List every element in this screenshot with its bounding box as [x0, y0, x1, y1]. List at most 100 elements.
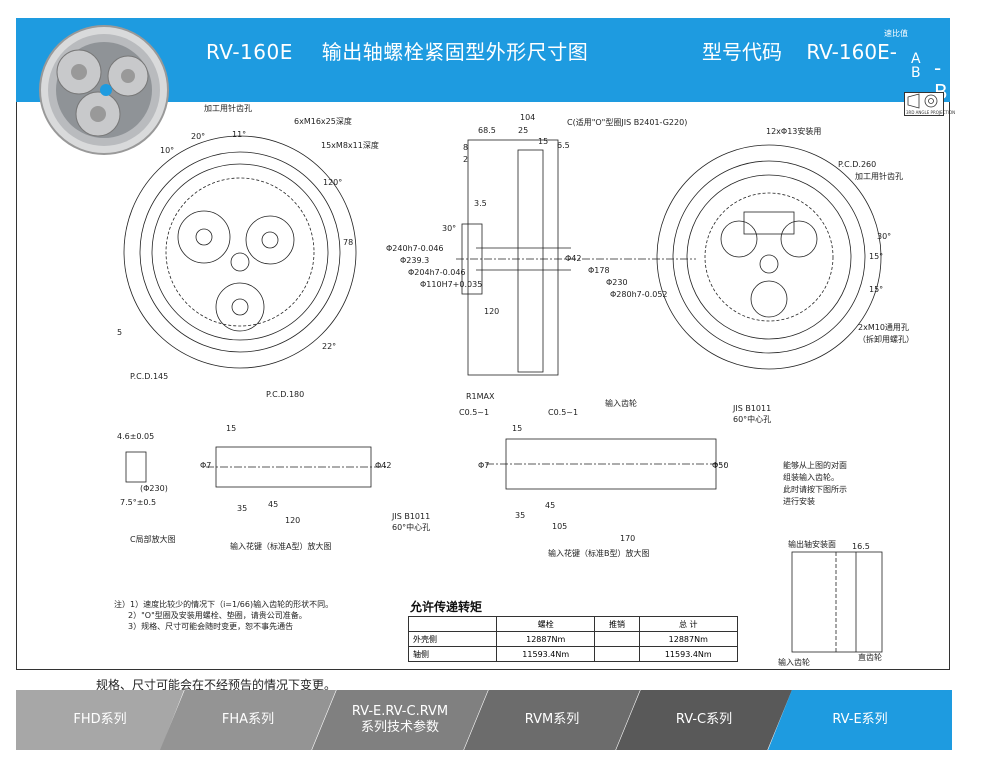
assembly-note-line: 能够从上图的对面: [783, 461, 847, 470]
dim-dia178: Φ178: [588, 266, 610, 275]
dim-5: 5: [117, 328, 123, 337]
label-jis-a-sub: 60°中心孔: [392, 523, 431, 532]
dim-120deg: 120°: [323, 178, 343, 187]
label-o-ring: C(适用"O"型圈JIS B2401-G220): [567, 118, 688, 127]
page-title: RV-160E 输出轴螺栓紧固型外形尺寸图: [206, 36, 588, 65]
ratio-fraction: A B: [911, 52, 921, 80]
label-spline-a: 输入花键（标准A型）放大图: [230, 542, 332, 551]
tab-rvm[interactable]: RVM系列: [464, 690, 640, 750]
dim-dia280: Φ280h7-0.052: [610, 290, 668, 299]
dim-b-105: 105: [552, 522, 568, 531]
footnotes: 注）1）速度比较少的情况下（i=1/66)输入齿轮的形状不同。 2）"O"型圈及…: [114, 599, 333, 632]
dim-dia230-paren: (Φ230): [140, 484, 168, 493]
dim-b-15: 15: [512, 424, 523, 433]
dim-20deg: 20°: [191, 132, 206, 141]
dim-11deg: 11°: [232, 130, 247, 139]
torque-header-row: 螺栓 推销 总 计: [408, 616, 739, 632]
torque-row-name: 外壳侧: [408, 631, 497, 647]
label-jis-b-sub: 60°中心孔: [733, 415, 772, 424]
label-m8: 15xM8x11深度: [321, 141, 379, 150]
torque-header: 推销: [594, 616, 640, 632]
dim-4-6: 4.6±0.05: [117, 432, 155, 441]
torque-total: 11593.4Nm: [638, 646, 739, 662]
dim-30deg: 30°: [442, 224, 457, 233]
label-output-mount: 输出轴安装面: [788, 540, 836, 549]
dim-22deg: 22°: [322, 342, 337, 351]
series-tabs: FHD系列 FHA系列 RV-E.RV-C.RVM 系列技术参数 RVM系列 R…: [16, 690, 952, 750]
projection-icon: [907, 93, 938, 109]
torque-title: 允许传递转矩: [410, 600, 483, 614]
label-input-gear: 输入齿轮: [605, 399, 637, 408]
dim-dia110: Φ110H7+0.035: [420, 280, 483, 289]
dim-b-45: 45: [545, 501, 556, 510]
ratio-a: A: [911, 51, 921, 67]
dim-104: 104: [520, 113, 536, 122]
torque-row-name: 轴侧: [408, 646, 497, 662]
torque-header: 螺栓: [495, 616, 596, 632]
ratio-label: 速比值: [884, 29, 908, 38]
tab-rv-tech[interactable]: RV-E.RV-C.RVM 系列技术参数: [312, 690, 488, 750]
label-c-detail: C局部放大图: [130, 535, 176, 544]
dim-2: 2: [463, 155, 469, 164]
assembly-note-line: 组装输入齿轮。: [783, 473, 839, 482]
dim-dia230: Φ230: [606, 278, 628, 287]
dim-6-5: 6.5: [557, 141, 570, 150]
dim-b-35: 35: [515, 511, 526, 520]
label-jis-b: JIS B1011: [733, 404, 772, 413]
model-code-label: 型号代码: [702, 40, 782, 64]
technical-drawing: [123, 135, 883, 653]
dim-10deg: 10°: [160, 146, 175, 155]
tab-fhd[interactable]: FHD系列: [16, 690, 184, 750]
footnote-line: 2）"O"型圈及安装用螺栓、垫圈，请贵公司准备。: [128, 611, 307, 620]
ratio-b: B: [911, 65, 921, 81]
tab-rv-e[interactable]: RV-E系列: [768, 690, 952, 750]
label-spline-b: 输入花键（标准B型）放大图: [548, 549, 650, 558]
label-input-gear-2: 输入齿轮: [778, 658, 810, 667]
label-r1: R1MAX: [466, 392, 495, 401]
dim-3-5: 3.5: [474, 199, 487, 208]
torque-header: 总 计: [638, 616, 739, 632]
label-spur-gear: 直齿轮: [858, 653, 882, 662]
projection-symbol: 3RD ANGLE PROJECTION: [904, 92, 955, 116]
label-holes-13: 12xΦ13安装用: [766, 127, 822, 136]
dim-a-120: 120: [285, 516, 301, 525]
assembly-note-line: 进行安装: [783, 497, 815, 506]
dim-7-5deg: 7.5°±0.5: [120, 498, 157, 507]
label-pcd145: P.C.D.145: [130, 372, 169, 381]
dim-68-5: 68.5: [478, 126, 496, 135]
label-m10: 2xM10通用孔: [858, 323, 909, 332]
dim-25: 25: [518, 126, 529, 135]
tab-fha[interactable]: FHA系列: [160, 690, 336, 750]
dim-8: 8: [463, 143, 469, 152]
dim-16-5: 16.5: [852, 542, 870, 551]
label-c05-b: C0.5~1: [548, 408, 579, 417]
torque-total: 12887Nm: [638, 631, 739, 647]
footnote-line: 3）规格、尺寸可能会随时变更，恕不事先通告: [128, 622, 294, 631]
torque-pin: [594, 646, 640, 662]
torque-bolt: 12887Nm: [495, 631, 596, 647]
projection-text: 3RD ANGLE PROJECTION: [906, 110, 956, 115]
dim-dia2393: Φ239.3: [400, 256, 430, 265]
dim-15deg-right-2: 15°: [869, 285, 884, 294]
footnote-line: 注）1）速度比较少的情况下（i=1/66)输入齿轮的形状不同。: [114, 600, 334, 609]
label-c05-a: C0.5~1: [459, 408, 490, 417]
dim-b-dia50: Φ50: [712, 461, 729, 470]
label-pcd260: P.C.D.260: [838, 160, 877, 169]
assembly-note-line: 此时请按下图所示: [783, 485, 847, 494]
torque-bolt: 11593.4Nm: [495, 646, 596, 662]
product-photo: [39, 25, 169, 155]
dim-a-15: 15: [226, 424, 237, 433]
dim-30deg-right: 30°: [877, 232, 892, 241]
dim-15deg-right: 15°: [869, 252, 884, 261]
dim-15-a: 15: [538, 137, 549, 146]
drawing-title: 输出轴螺栓紧固型外形尺寸图: [321, 40, 589, 64]
dim-dia240: Φ240h7-0.046: [386, 244, 444, 253]
label-m16: 6xM16x25深度: [294, 117, 352, 126]
label-machining-hole: 加工用针齿孔: [204, 104, 252, 113]
dim-a-dia42: Φ42: [375, 461, 392, 470]
label-machining-hole-2: 加工用针齿孔: [855, 172, 903, 181]
model-code-value: RV-160E-: [806, 40, 897, 64]
dim-dia42: Φ42: [565, 254, 582, 263]
tab-rv-c[interactable]: RV-C系列: [616, 690, 792, 750]
